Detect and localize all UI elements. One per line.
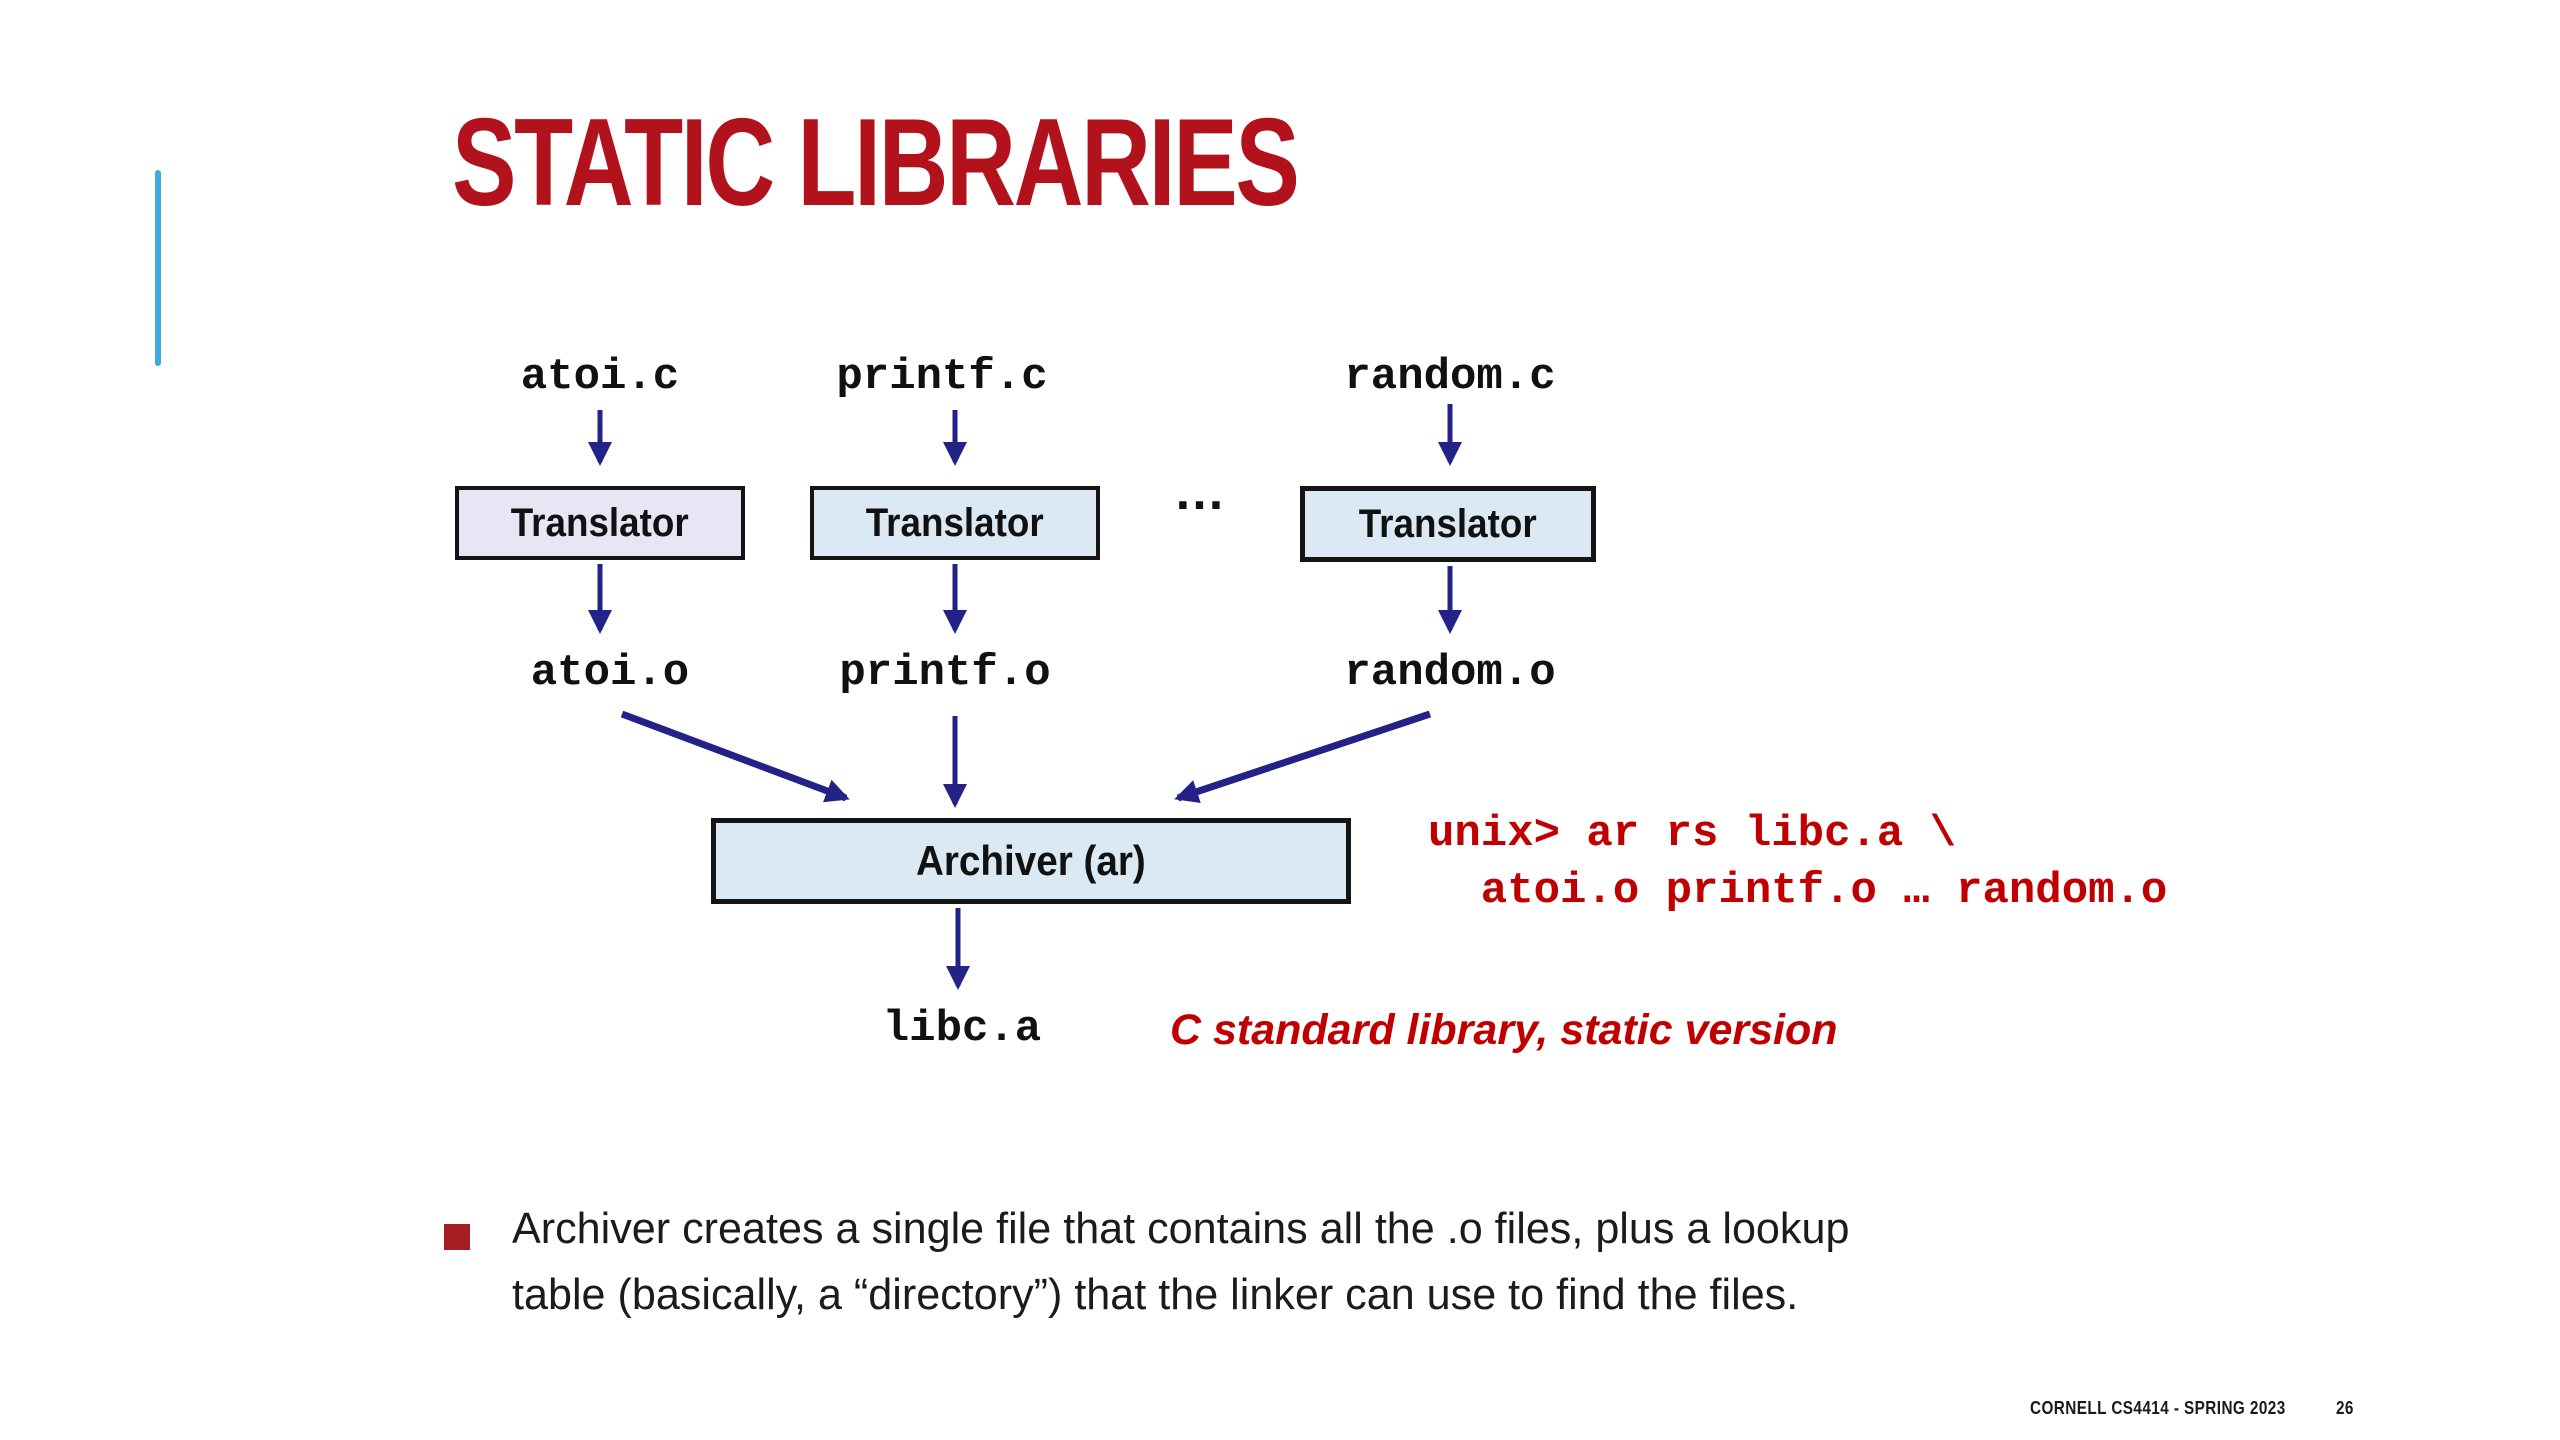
output-file-libc-a: libc.a	[882, 1004, 1042, 1054]
archiver-box: Archiver (ar)	[711, 818, 1351, 904]
translator-box-3: Translator	[1300, 486, 1596, 562]
accent-bar	[155, 170, 161, 366]
bullet-marker	[444, 1224, 470, 1250]
footer-course-label: CORNELL CS4414 - SPRING 2023	[2030, 1398, 2286, 1418]
translator-box-2-label: Translator	[866, 500, 1044, 545]
bullet-text: Archiver creates a single file that cont…	[512, 1204, 1850, 1319]
arrow-atoi-o-to-archiver	[620, 710, 850, 803]
source-file-random-c: random.c	[1344, 352, 1556, 402]
archiver-box-label: Archiver (ar)	[916, 837, 1146, 884]
footer-page-number: 26	[2336, 1398, 2354, 1418]
translator-box-3-label: Translator	[1359, 501, 1537, 546]
ellipsis-dots: …	[1173, 463, 1227, 521]
object-file-printf-o: printf.o	[839, 648, 1051, 698]
page-title: STATIC LIBRARIES	[452, 94, 1300, 232]
translator-box-1-label: Translator	[511, 500, 689, 545]
source-file-printf-c: printf.c	[836, 352, 1048, 402]
translator-box-2: Translator	[810, 486, 1100, 560]
object-file-atoi-o: atoi.o	[530, 648, 690, 698]
arrow-random-o-to-archiver	[1174, 710, 1432, 804]
source-file-atoi-c: atoi.c	[520, 352, 680, 402]
shell-command: unix> ar rs libc.a \ atoi.o printf.o … r…	[1428, 809, 2168, 916]
library-caption: C standard library, static version	[1170, 1006, 1838, 1054]
translator-box-1: Translator	[455, 486, 745, 560]
object-file-random-o: random.o	[1344, 648, 1556, 698]
